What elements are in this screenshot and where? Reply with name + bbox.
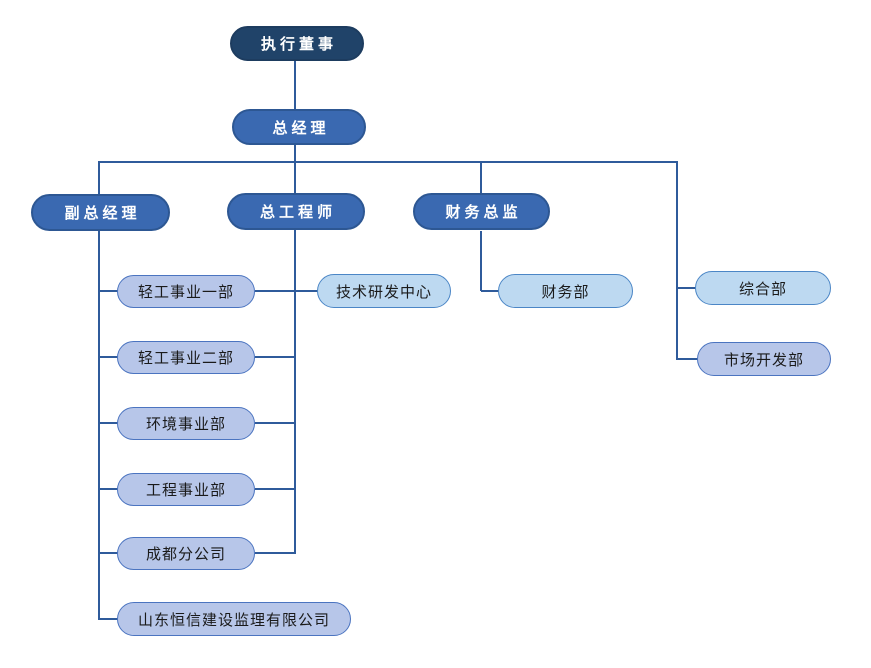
connector-stub-tech-rd [295, 290, 318, 292]
org-node-chief-engineer: 总工程师 [227, 193, 365, 230]
connector-stub-engineering-right [255, 488, 295, 490]
connector-gm-to-bus [294, 145, 296, 193]
connector-stub-market-development [677, 358, 698, 360]
connector-bus-to-finance-director [480, 163, 482, 193]
org-node-general-affairs-dept: 综合部 [695, 271, 831, 305]
connector-stub-light-industry-2-right [255, 356, 295, 358]
connector-stub-chengdu-right [255, 552, 295, 554]
connector-stub-general-affairs [677, 287, 696, 289]
connector-stub-environment-left [99, 422, 118, 424]
connector-stub-light-industry-2-left [99, 356, 118, 358]
connector-stub-finance-dept [481, 290, 499, 292]
connector-stub-engineering-left [99, 488, 118, 490]
org-node-light-industry-div-2: 轻工事业二部 [117, 341, 255, 374]
connector-deputy-gm-column [98, 231, 100, 620]
connector-chief-engineer-column [294, 230, 296, 554]
org-node-chengdu-branch: 成都分公司 [117, 537, 255, 570]
org-node-environment-div: 环境事业部 [117, 407, 255, 440]
connector-exec-to-gm [294, 60, 296, 110]
org-node-shandong-hengxin: 山东恒信建设监理有限公司 [117, 602, 351, 636]
connector-bus-to-deputy-gm [98, 163, 100, 194]
org-node-engineering-div: 工程事业部 [117, 473, 255, 506]
connector-bus-right-branch [676, 163, 678, 360]
org-node-tech-rd-center: 技术研发中心 [317, 274, 451, 308]
org-node-general-manager: 总经理 [232, 109, 366, 145]
org-node-light-industry-div-1: 轻工事业一部 [117, 275, 255, 308]
connector-stub-light-industry-1-right [255, 290, 295, 292]
connector-stub-chengdu-left [99, 552, 118, 554]
org-node-finance-director: 财务总监 [413, 193, 550, 230]
connector-stub-environment-right [255, 422, 295, 424]
org-node-finance-dept: 财务部 [498, 274, 633, 308]
connector-stub-shandong [99, 618, 118, 620]
connector-finance-director-drop [480, 231, 482, 291]
org-node-deputy-general-manager: 副总经理 [31, 194, 170, 231]
connector-stub-light-industry-1-left [99, 290, 118, 292]
org-node-executive-director: 执行董事 [230, 26, 364, 61]
org-node-market-development-dept: 市场开发部 [697, 342, 831, 376]
connector-bus [98, 161, 678, 163]
